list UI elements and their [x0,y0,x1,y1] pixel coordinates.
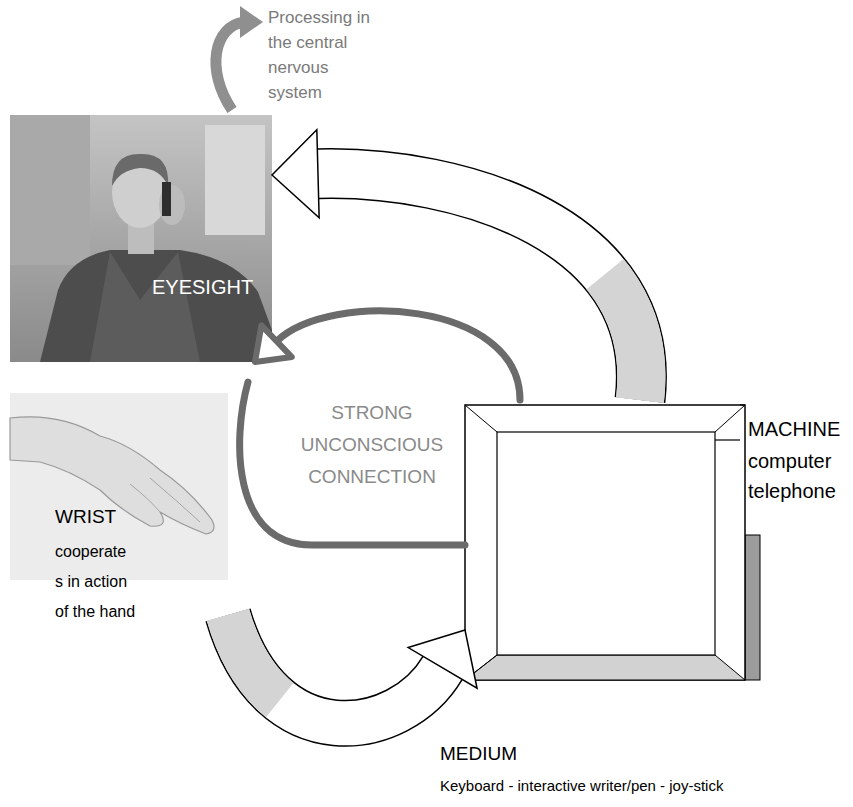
arrow-band [228,615,443,723]
telephone [162,182,171,216]
wrist-panel: WRIST cooperate s in action of the hand [10,393,228,665]
machine-bevel-bottom [465,655,745,680]
part-note: computer telephone [748,446,848,506]
machine-inner [497,432,715,655]
machine-box: MACHINE computer telephone [465,400,850,685]
arrow-head [272,130,319,218]
arrow-head [255,325,292,362]
part-note: cooperate s in action of the hand [55,537,138,627]
person-vest [90,252,200,362]
action-arrow [228,615,477,723]
part-label: WRIST [55,505,175,529]
bevel-line [465,405,497,432]
part-note: Keyboard - interactive writer/pen - joy-… [440,776,723,796]
sense-label: EYESIGHT [152,275,270,299]
arrow-head [408,630,477,688]
connection-note: STRONG UNCONSCIOUS CONNECTION [292,397,452,493]
loop-line [240,382,465,545]
machine-edge-line [715,439,740,440]
photo-window [205,125,265,235]
part-label: MEDIUM [440,742,640,766]
machine-edge-line [740,404,745,405]
part-label: MACHINE [748,416,848,442]
machine-stand [745,535,760,680]
process-note: Processing in the central nervous system [268,5,384,105]
eyesight-photo: EYESIGHT [10,115,272,362]
processing-arrow [216,6,263,110]
hand-shape [10,417,214,534]
arrow-band-outline [228,615,443,723]
loop-arrow [255,311,520,400]
processing-arrow-head [240,6,263,38]
photo-wall [10,115,90,265]
machine-frame [465,405,760,680]
arrow-band-shade [318,174,641,400]
machine-outer [465,405,745,680]
loop-line [277,311,520,400]
arrow-band-outline [318,174,641,400]
processing-arrow-band [216,22,244,110]
bevel-line [715,405,745,432]
person-body [40,250,272,362]
person-hair [112,154,168,186]
arrow-band [318,174,641,400]
person-photo [10,115,272,362]
feedback-arrow [272,130,641,400]
arrow-band-shade [228,615,443,723]
photo-ground [10,115,272,362]
finger-lines [130,478,200,522]
